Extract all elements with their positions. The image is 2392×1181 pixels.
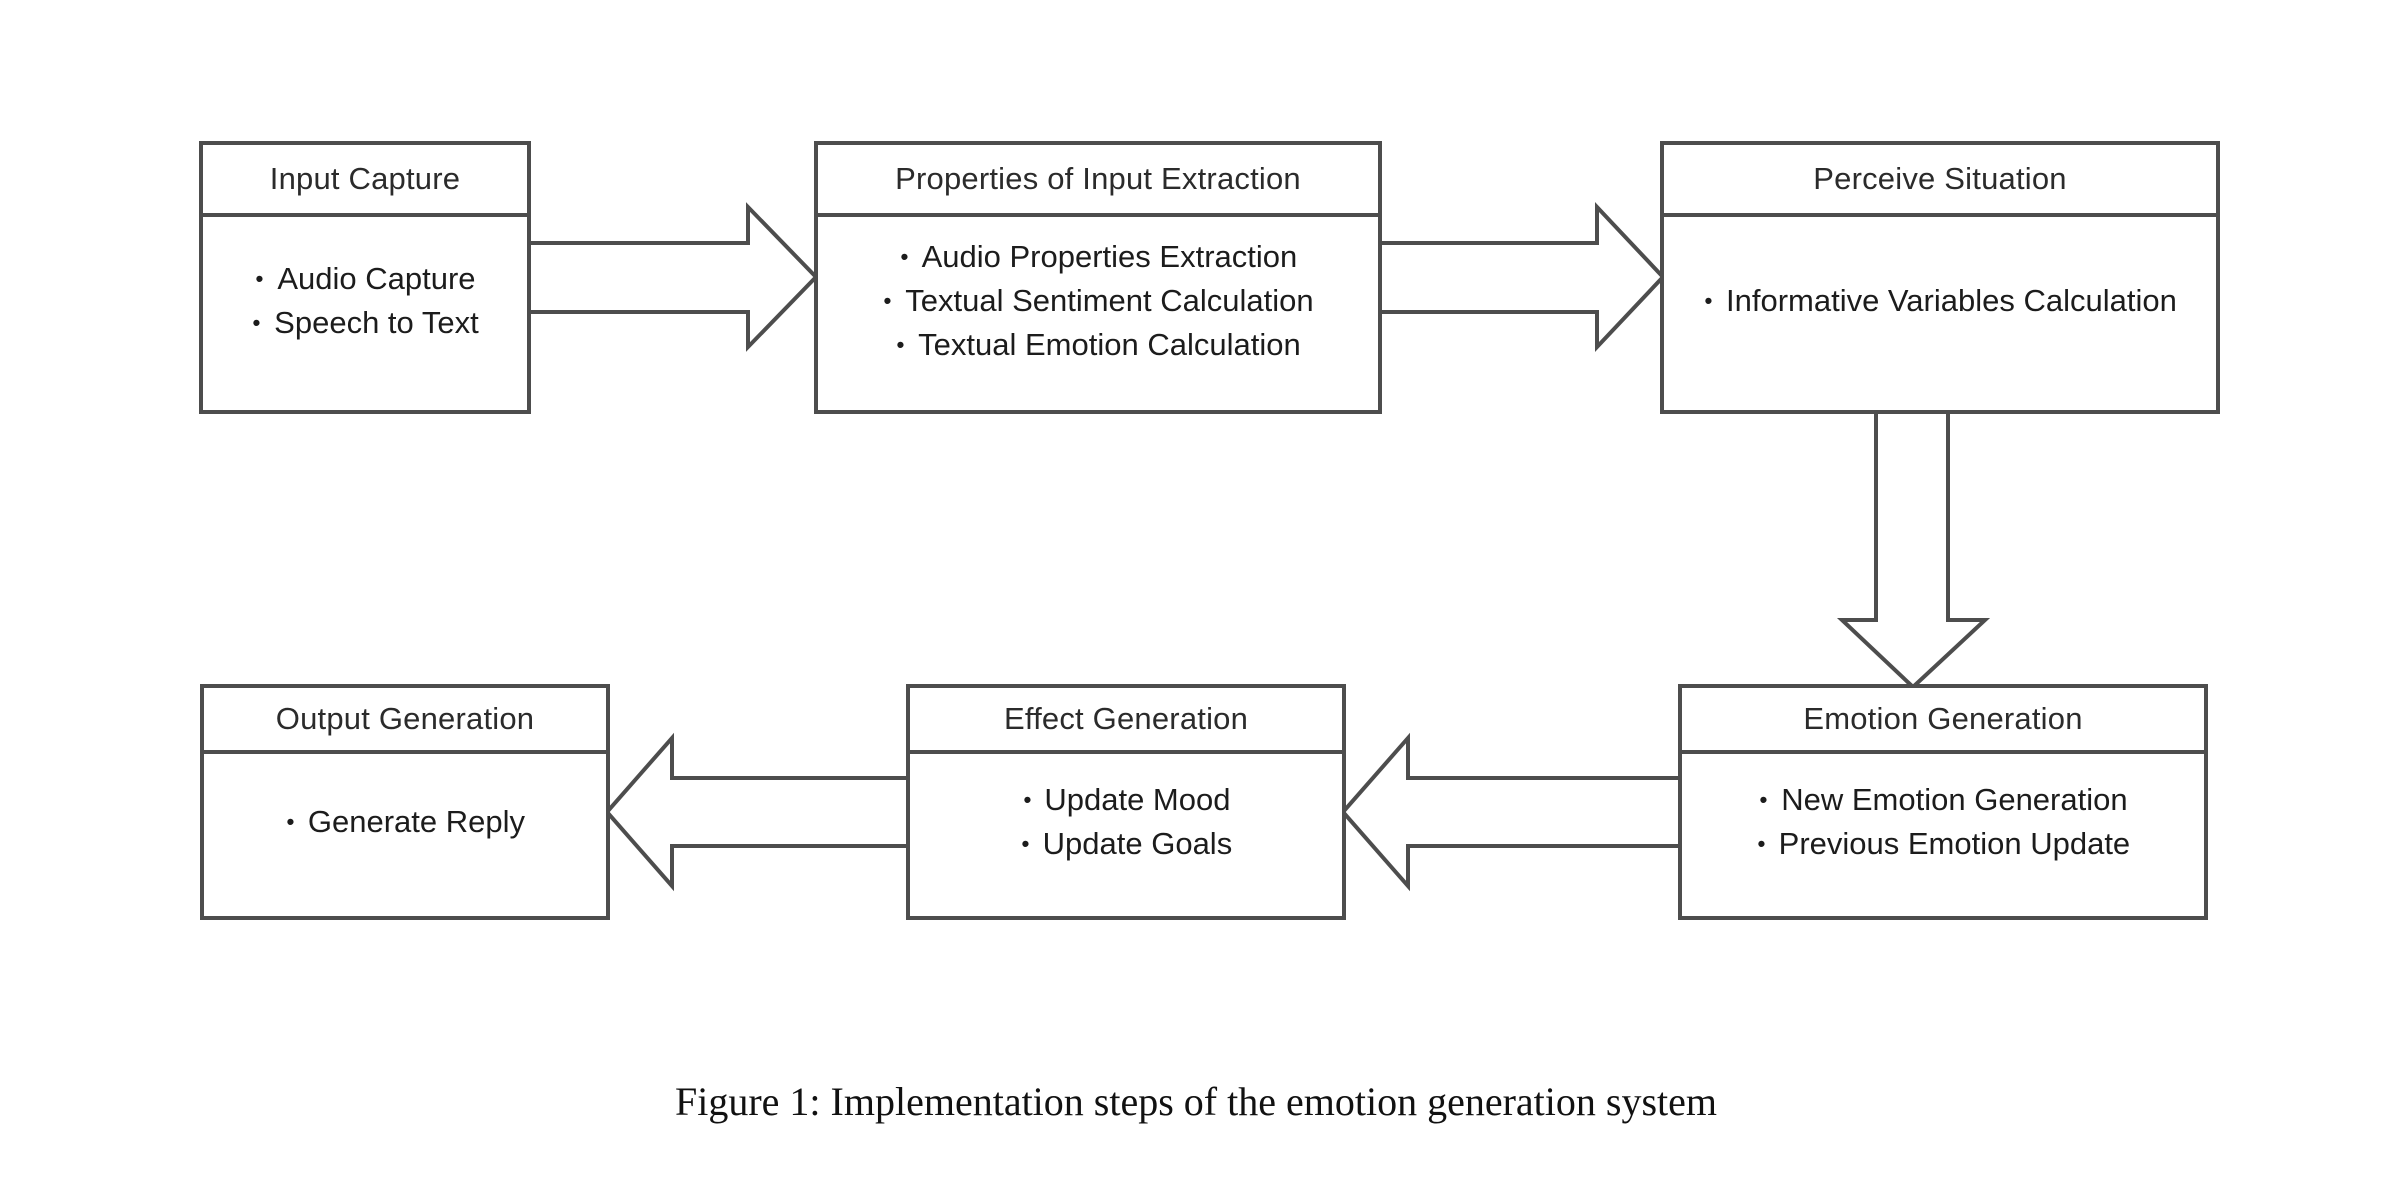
bullet-text: Speech to Text <box>274 304 479 340</box>
bullet-icon: • <box>1704 287 1713 314</box>
bullet-item: • Textual Emotion Calculation <box>895 323 1301 367</box>
bullet-icon: • <box>1022 786 1032 813</box>
bullet-icon: • <box>286 808 295 835</box>
bullet-icon: • <box>896 331 905 358</box>
bullet-item: • Update Goals <box>1020 822 1232 866</box>
bullet-icon: • <box>1757 830 1766 857</box>
bullet-item: • Previous Emotion Update <box>1756 822 2130 866</box>
node-title: Emotion Generation <box>1682 688 2204 754</box>
node-output-generation: Output Generation • Generate Reply <box>200 684 610 920</box>
bullet-item: • Audio Capture <box>254 257 476 301</box>
node-effect-generation: Effect Generation • Update Mood • Update G… <box>906 684 1346 920</box>
bullet-icon: • <box>252 309 261 336</box>
bullet-icon: • <box>1021 830 1030 857</box>
node-properties-of-input-extraction: Properties of Input Extraction • Audio Pr… <box>814 141 1382 414</box>
node-body: • Audio Capture • Speech to Text <box>203 217 527 410</box>
bullet-item: • New Emotion Generation <box>1758 778 2128 822</box>
bullet-text: New Emotion Generation <box>1781 782 2128 817</box>
arrow-emotion-to-effect-icon <box>1340 732 1683 892</box>
bullet-item: • Update Mood <box>1022 778 1231 822</box>
bullet-text: Update Mood <box>1044 782 1231 817</box>
bullet-text: Generate Reply <box>307 804 525 839</box>
arrow-perceive-to-emotion-icon <box>1836 409 1991 690</box>
bullet-text: Previous Emotion Update <box>1778 826 2131 861</box>
node-body: •Audio Properties Extraction •Textual Se… <box>818 217 1378 410</box>
bullet-item: • Speech to Text <box>251 301 479 345</box>
bullet-item: • Generate Reply <box>285 800 525 844</box>
node-title: Effect Generation <box>910 688 1342 754</box>
node-body: • Generate Reply <box>204 754 606 916</box>
bullet-icon: • <box>900 243 909 270</box>
bullet-text: Informative Variables Calculation <box>1725 282 2177 318</box>
bullet-text: Textual Emotion Calculation <box>918 326 1301 362</box>
bullet-item: • Informative Variables Calculation <box>1703 279 2177 323</box>
bullet-item: • Textual Sentiment Calculation <box>882 279 1314 323</box>
bullet-text: Audio Capture <box>277 260 476 296</box>
arrow-properties-to-perceive-icon <box>1377 201 1666 353</box>
arrow-input-to-properties-icon <box>526 202 819 352</box>
bullet-icon: • <box>1759 786 1768 813</box>
node-body: • New Emotion Generation • Previous Emotio… <box>1682 754 2204 916</box>
bullet-item: • Audio Properties Extraction <box>899 235 1298 279</box>
node-emotion-generation: Emotion Generation • New Emotion Generati… <box>1678 684 2208 920</box>
bullet-text: Textual Sentiment Calculation <box>905 282 1314 318</box>
bullet-text: Update Goals <box>1042 826 1233 861</box>
node-body: • Update Mood • Update Goals <box>910 754 1342 916</box>
node-title: Input Capture <box>203 145 527 217</box>
bullet-icon: • <box>883 287 892 314</box>
node-title: Properties of Input Extraction <box>818 145 1378 217</box>
node-title: Perceive Situation <box>1664 145 2216 217</box>
figure-caption: Figure 1: Implementation steps of the em… <box>674 1079 1717 1124</box>
arrow-effect-to-output-icon <box>604 732 911 892</box>
bullet-icon: • <box>255 265 264 292</box>
node-input-capture: Input Capture • Audio Capture • Speech to … <box>199 141 531 414</box>
bullet-text: Audio Properties Extraction <box>921 238 1298 274</box>
node-perceive-situation: Perceive Situation • Informative Variable… <box>1660 141 2220 414</box>
node-body: • Informative Variables Calculation <box>1664 217 2216 410</box>
node-title: Output Generation <box>204 688 606 754</box>
